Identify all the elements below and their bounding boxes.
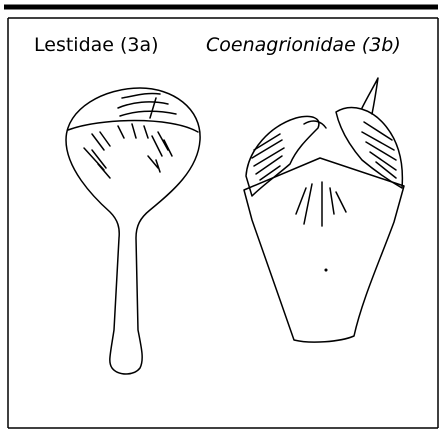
coenagrionidae-labium-drawing — [244, 78, 404, 342]
lestidae-labium-head-outline — [66, 88, 200, 374]
coenagrionidae-dot — [325, 269, 327, 271]
lestidae-palp-low — [120, 98, 176, 118]
coenagrionidae-prementum-outline — [244, 158, 404, 342]
coenagrionidae-hook-left — [304, 121, 326, 128]
coenagrionidae-hook-right — [362, 78, 378, 114]
lestidae-labium-drawing — [66, 88, 200, 374]
lestidae-setae-right — [148, 132, 172, 172]
coenagrionidae-premental-setae — [296, 182, 346, 226]
lestidae-palp-top — [122, 93, 160, 98]
lestidae-hatch — [118, 124, 148, 138]
lestidae-palp-mid — [118, 102, 168, 108]
coenagrionidae-setae-right — [362, 122, 396, 178]
lestidae-setae-left — [84, 132, 110, 178]
